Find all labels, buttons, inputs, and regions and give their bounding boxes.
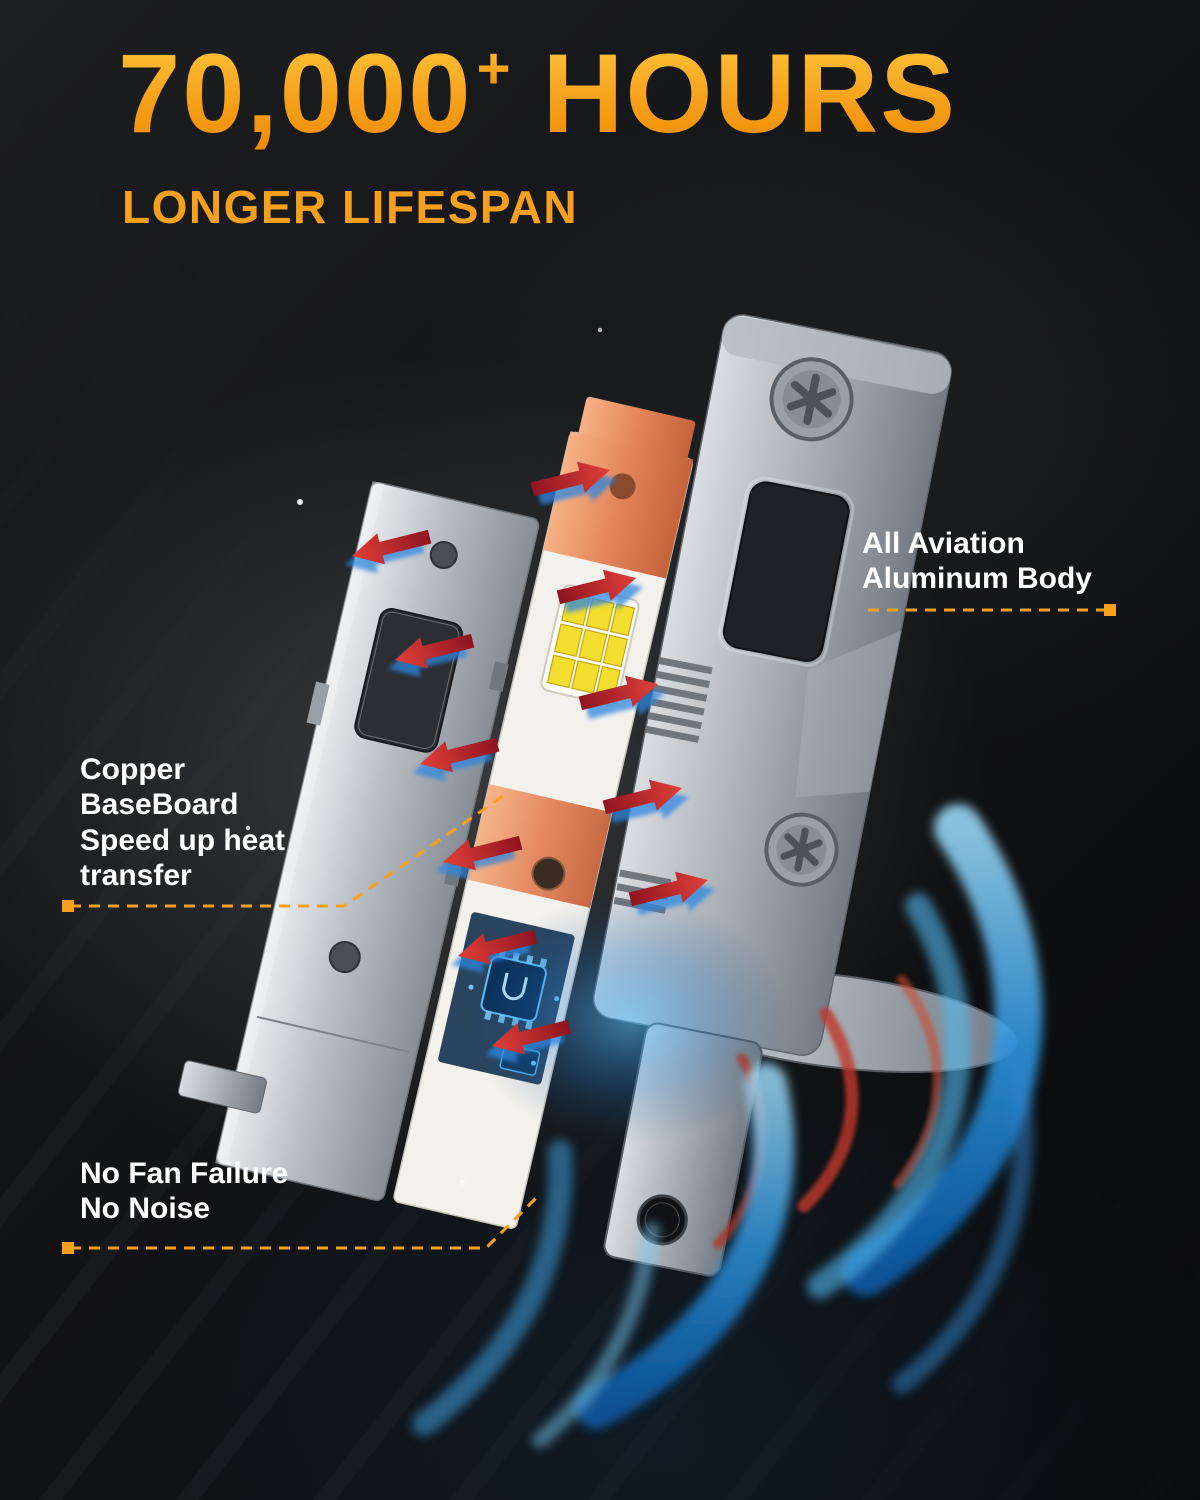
torx-screw-top (769, 357, 854, 442)
subtitle-longer-lifespan: LONGER LIFESPAN (122, 181, 579, 233)
headline-number: 70,000 (118, 31, 473, 156)
leader-line-fan (70, 1192, 542, 1250)
callout-fan-line1: No Fan Failure (80, 1157, 289, 1190)
headline-word: HOURS (542, 31, 957, 156)
callout-copper-line1: Copper (80, 753, 185, 786)
callout-copper-baseboard: Copper BaseBoard Speed up heat transfer (80, 752, 285, 894)
airflow (412, 804, 1043, 1448)
headline-hours: 70,000+HOURS (118, 38, 957, 150)
headline-plus-sign: + (476, 36, 513, 101)
left-heatsink-shell (177, 481, 540, 1202)
torx-screw-lower (764, 812, 839, 887)
leader-line-copper (70, 792, 507, 908)
leader-endpoints (62, 604, 1116, 1254)
sparkles (245, 327, 603, 1185)
callout-aluminum-line1: All Aviation (862, 527, 1025, 560)
callout-copper-line4: transfer (80, 859, 192, 893)
leader-lines (70, 608, 1104, 1250)
pcb-glow (470, 895, 790, 1145)
callout-aluminum-line2: Aluminum Body (862, 562, 1092, 596)
callout-fan-line2: No Noise (80, 1192, 211, 1226)
header: 70,000+HOURS LONGER LIFESPAN (118, 38, 957, 234)
callout-aluminum-body: All Aviation Aluminum Body (862, 526, 1092, 597)
callout-no-fan: No Fan Failure No Noise (80, 1156, 288, 1227)
callout-copper-line3: Speed up heat (80, 823, 286, 857)
callout-copper-line2: BaseBoard (80, 788, 239, 822)
